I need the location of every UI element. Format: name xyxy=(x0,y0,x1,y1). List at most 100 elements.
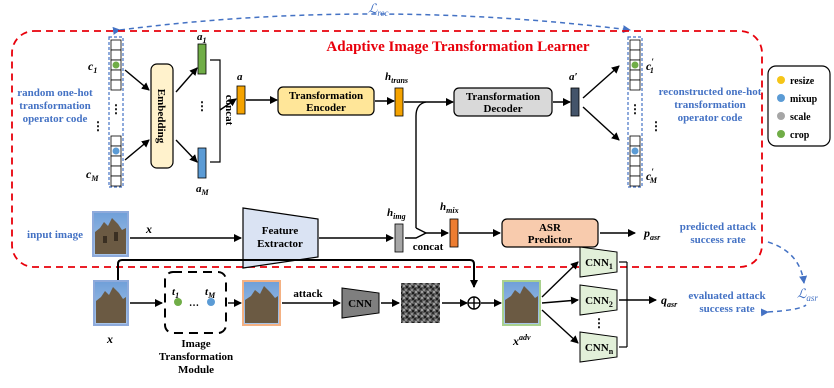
transformation-encoder-box xyxy=(277,86,375,116)
svg-text:⋮: ⋮ xyxy=(629,102,641,116)
a-label: a xyxy=(237,71,243,83)
svg-text:⋮: ⋮ xyxy=(593,316,605,330)
cM-label: cM xyxy=(86,167,99,183)
svg-text:success rate: success rate xyxy=(690,234,745,246)
h-img-label: himg xyxy=(387,207,406,221)
attack-cnn xyxy=(341,287,380,319)
p-asr-label: pasr xyxy=(643,226,661,242)
x-adv-label: xadv xyxy=(512,333,531,348)
onehot-output-column: ⋮ xyxy=(627,36,643,188)
h-mix-vector xyxy=(449,218,459,248)
svg-text:Transformation: Transformation xyxy=(159,351,233,363)
svg-text:scale: scale xyxy=(790,112,811,123)
tM-label: tM xyxy=(205,286,216,300)
asr-predictor-label-2: Predictor xyxy=(528,234,573,246)
cnn-2 xyxy=(579,284,618,316)
attack-label: attack xyxy=(293,288,323,300)
svg-text:crop: crop xyxy=(790,130,810,141)
feature-extractor-label-1: Feature xyxy=(262,225,299,237)
svg-text:mixup: mixup xyxy=(790,94,818,105)
attack-cnn-label: CNN xyxy=(348,298,372,310)
cnn-n-label: CNNn xyxy=(585,342,614,356)
x-bottom-label: x xyxy=(106,332,113,346)
onehot-dot-blue xyxy=(112,147,120,155)
svg-text:resize: resize xyxy=(790,76,815,87)
module-label: Image Transformation Module xyxy=(159,338,233,376)
cnn-2-label: CNN2 xyxy=(585,295,613,309)
encoder-label-2: Encoder xyxy=(306,102,346,114)
h-trans-vector xyxy=(394,87,404,117)
onehot-dot-green xyxy=(112,61,120,69)
x-input-label: x xyxy=(145,222,152,236)
aM-label: aM xyxy=(196,183,210,197)
feature-extractor-label-2: Extractor xyxy=(257,238,303,250)
add-operator xyxy=(467,296,481,310)
svg-text:reconstructed one-hot: reconstructed one-hot xyxy=(659,86,762,98)
cM-prime-label: c′M xyxy=(646,167,658,185)
transformation-decoder-box xyxy=(453,87,553,117)
concat2-label: concat xyxy=(413,241,444,253)
input-image-label: input image xyxy=(27,229,83,241)
svg-text:transformation: transformation xyxy=(674,99,746,111)
c1-prime-label: c′1 xyxy=(646,57,654,75)
loss-rec-label: ℒrec xyxy=(368,1,389,18)
decoder-label-1: Transformation xyxy=(466,91,540,103)
a-vector xyxy=(236,85,246,115)
cnn-n xyxy=(579,331,618,363)
asr-loss-arc-top xyxy=(767,241,808,284)
h-img-vector xyxy=(394,223,404,253)
h-mix-label: hmix xyxy=(440,201,459,215)
svg-text:operator code: operator code xyxy=(678,112,743,124)
c-dots: ⋮ xyxy=(92,119,104,133)
predicted-label: predicted attack success rate xyxy=(680,221,757,246)
onehot-input-column: ⋮ xyxy=(108,36,124,188)
a-prime-label: a′ xyxy=(569,71,578,83)
right-code-label: reconstructed one-hot transformation ope… xyxy=(659,86,762,124)
a-prime-vector xyxy=(570,87,580,117)
transformation-module-box xyxy=(164,271,227,334)
asr-loss-arc-bottom xyxy=(760,304,807,317)
t1-label: t1 xyxy=(172,286,179,300)
svg-text:operator code: operator code xyxy=(23,113,88,125)
skip-connection xyxy=(117,259,478,288)
cnn-1-label: CNN1 xyxy=(585,257,613,271)
cnn-1 xyxy=(579,246,618,278)
svg-text:evaluated attack: evaluated attack xyxy=(688,290,766,302)
learner-title: Adaptive Image Transformation Learner xyxy=(326,39,590,55)
svg-text:transformation: transformation xyxy=(19,100,91,112)
feature-extractor-box xyxy=(242,207,319,269)
x-image-bottom xyxy=(93,280,129,326)
svg-text:Module: Module xyxy=(178,364,214,376)
evaluated-label: evaluated attack success rate xyxy=(688,290,766,315)
perturbation-noise xyxy=(401,283,440,323)
encoder-label-1: Transformation xyxy=(289,90,363,102)
svg-text:predicted attack: predicted attack xyxy=(680,221,757,233)
loss-asr-label: ℒasr xyxy=(797,286,818,303)
a1-label: a1 xyxy=(197,31,207,45)
tM-dot xyxy=(207,298,215,306)
svg-text:Image: Image xyxy=(181,338,210,350)
t1-dot xyxy=(174,298,182,306)
decoder-label-2: Decoder xyxy=(483,103,522,115)
adversarial-image xyxy=(502,280,541,326)
q-asr-label: qasr xyxy=(661,293,678,309)
left-code-label: random one-hot transformation operator c… xyxy=(17,87,93,125)
transformed-image xyxy=(242,280,281,326)
svg-text:random one-hot: random one-hot xyxy=(17,87,93,99)
asr-predictor-label-1: ASR xyxy=(539,222,562,234)
svg-text:⋮: ⋮ xyxy=(196,99,208,113)
learner-frame xyxy=(11,30,763,268)
svg-text:…: … xyxy=(189,298,199,309)
embedding-label: Embedding xyxy=(155,89,167,144)
concat1-label: concat xyxy=(223,95,235,126)
asr-predictor-box xyxy=(501,218,599,248)
rec-loss-arc xyxy=(112,13,631,35)
c1-label: c1 xyxy=(88,59,97,75)
svg-text:⋮: ⋮ xyxy=(110,102,122,116)
svg-text:⋮: ⋮ xyxy=(650,119,662,133)
operator-legend: resize mixup scale crop xyxy=(767,65,831,147)
a1-vector xyxy=(197,43,207,75)
input-image xyxy=(92,211,129,257)
svg-text:success rate: success rate xyxy=(699,303,754,315)
